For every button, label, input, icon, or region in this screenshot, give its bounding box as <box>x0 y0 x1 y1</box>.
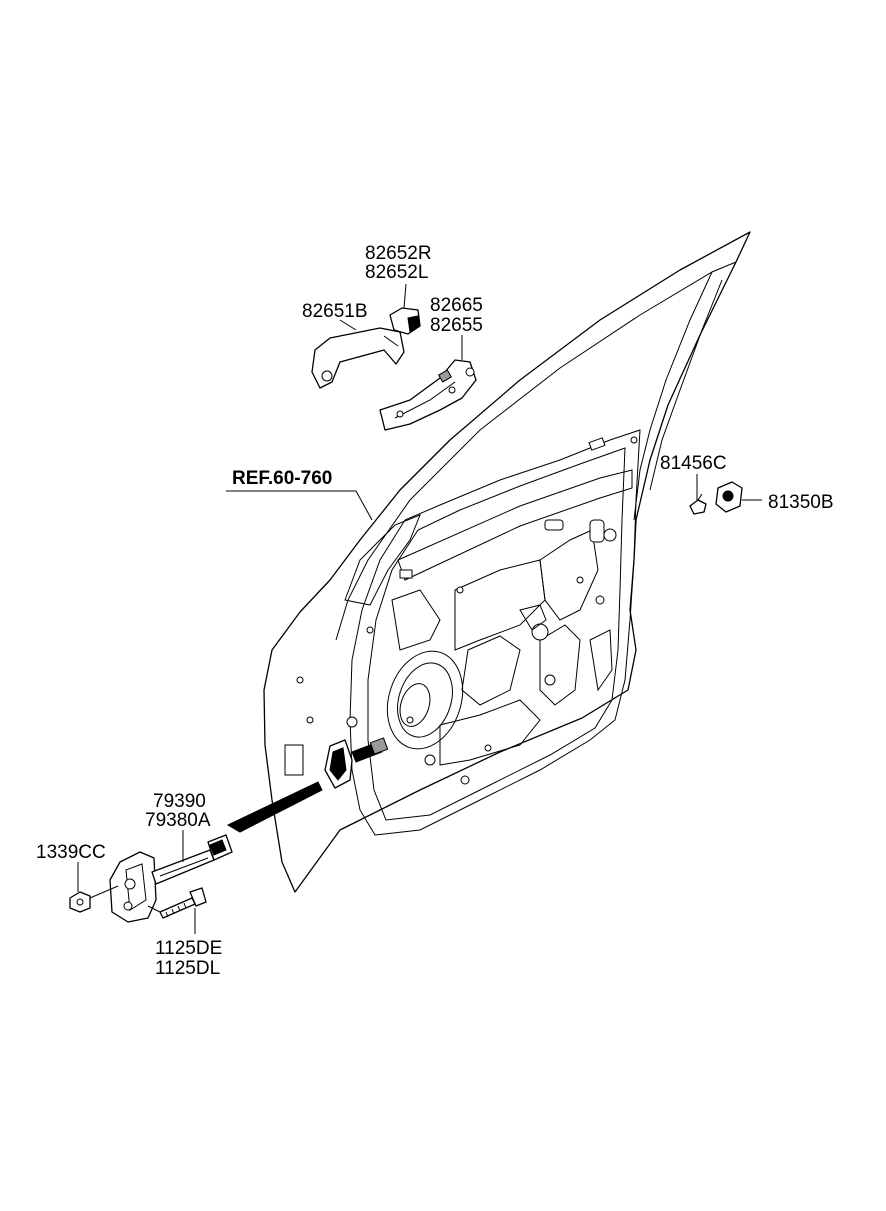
ref-label: REF.60-760 <box>232 468 332 489</box>
front-door-panel <box>263 231 751 893</box>
part-labels: REF.60-760 82652R 82652L 82651B 82665 82… <box>36 243 834 979</box>
handle-bracket-assembly <box>379 359 477 431</box>
label-81350b: 81350B <box>768 492 834 513</box>
label-82652l: 82652L <box>365 262 428 283</box>
screw-81456c <box>689 493 707 515</box>
handle-cover-cap <box>389 307 421 335</box>
nut-1339cc <box>69 891 91 913</box>
label-82655: 82655 <box>430 315 483 336</box>
outside-handle <box>311 327 405 389</box>
label-81456c: 81456C <box>660 453 727 474</box>
label-79380a: 79380A <box>145 810 211 831</box>
label-1125dl: 1125DL <box>155 958 220 979</box>
leader-lines <box>77 283 762 934</box>
door-checker-assembly <box>109 834 233 923</box>
label-82665: 82665 <box>430 295 483 316</box>
striker-81350b <box>715 481 743 513</box>
door-check-mount <box>226 737 389 833</box>
label-82652r: 82652R <box>365 243 432 264</box>
bolt-1125de <box>159 887 207 919</box>
label-79390: 79390 <box>153 791 206 812</box>
label-1339cc: 1339CC <box>36 842 106 863</box>
check-link-leader-wedge <box>226 781 323 833</box>
label-82651b: 82651B <box>302 301 368 322</box>
label-1125de: 1125DE <box>155 938 222 959</box>
